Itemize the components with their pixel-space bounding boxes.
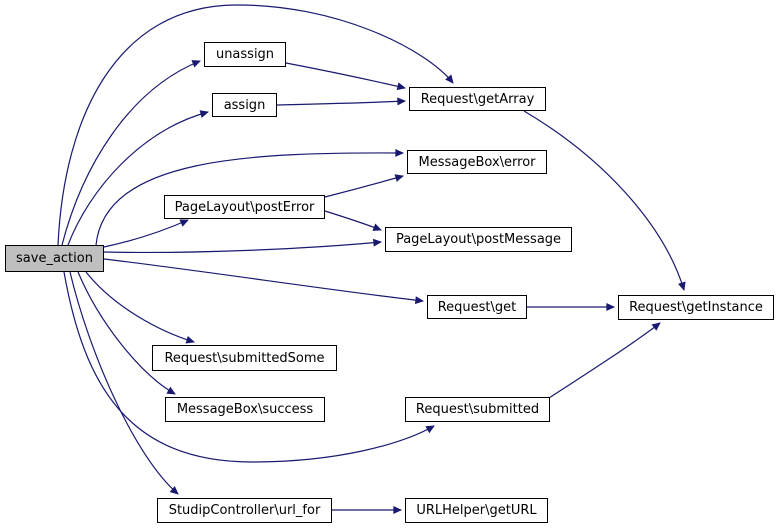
node-save_action: save_action [5, 245, 104, 272]
edge-pagelayout-posterror-messagebox-error [324, 174, 404, 198]
node-messagebox-success[interactable]: MessageBox\success [165, 397, 325, 422]
node-unassign[interactable]: unassign [204, 42, 286, 67]
edge-save_action-messagebox-success [77, 271, 176, 395]
node-request-getinstance[interactable]: Request\getInstance [618, 295, 774, 320]
node-request-get[interactable]: Request\get [427, 295, 527, 319]
node-request-submitted[interactable]: Request\submitted [405, 397, 550, 422]
edge-save_action-request-get [103, 258, 424, 305]
edge-save_action-request-submittedsome [85, 271, 195, 344]
node-urlhelper-geturl[interactable]: URLHelper\getURL [405, 498, 548, 523]
edge-save_action-assign [67, 110, 209, 246]
edge-assign-request-getarray [276, 97, 406, 106]
node-pagelayout-postmessage[interactable]: PageLayout\postMessage [385, 227, 572, 252]
node-request-getarray[interactable]: Request\getArray [409, 87, 546, 111]
node-pagelayout-posterror[interactable]: PageLayout\postError [164, 195, 325, 219]
edge-save_action-studipcontroller-url-for [69, 271, 179, 495]
edge-request-getarray-request-getinstance [523, 110, 686, 291]
node-request-submittedsome[interactable]: Request\submittedSome [152, 345, 337, 371]
node-studipcontroller-url-for[interactable]: StudipController\url_for [157, 498, 332, 523]
edge-pagelayout-posterror-pagelayout-postmessage [324, 210, 382, 231]
edge-request-submitted-request-getinstance [548, 322, 661, 399]
node-messagebox-error[interactable]: MessageBox\error [407, 150, 547, 174]
edge-unassign-request-getarray [285, 62, 406, 91]
edge-save_action-pagelayout-posterror [103, 219, 189, 248]
edge-save_action-pagelayout-postmessage [103, 238, 382, 254]
node-assign[interactable]: assign [212, 93, 277, 117]
